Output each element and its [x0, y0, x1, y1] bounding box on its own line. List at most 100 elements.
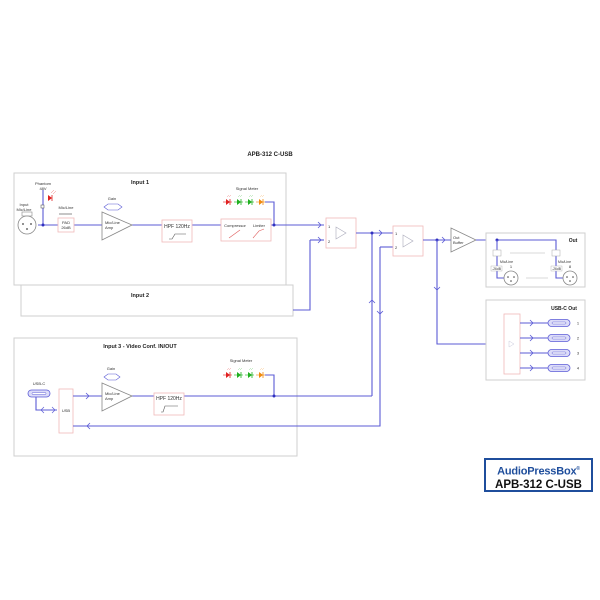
bidirectional-arrow-icon — [40, 406, 56, 414]
arrow-down-icon — [433, 286, 441, 291]
mixer2-amp-icon — [402, 234, 414, 248]
arrow-icon — [317, 221, 322, 229]
usb-interface-label: USB — [62, 408, 71, 413]
input1-signal-meter — [223, 194, 265, 205]
meter1-tap-wire — [265, 201, 275, 225]
meter3-tap-wire — [265, 374, 275, 396]
out-panel-label: Out — [569, 238, 578, 244]
logo-reg: ® — [576, 466, 580, 472]
input3-amp-label-2: Amp — [105, 396, 114, 401]
input2-panel — [20, 284, 294, 317]
usbc-out-port: 2 — [520, 334, 580, 342]
out-ch1-pad-label: -26dB — [492, 267, 502, 271]
arrow-down-icon — [376, 310, 384, 315]
junction-dot — [41, 223, 45, 227]
input1-amp — [101, 211, 133, 241]
input3-gain-knob-icon — [103, 373, 121, 381]
usbc-input-port-icon — [27, 389, 51, 398]
meter-led-icon — [223, 367, 232, 378]
splitter-amp-icon — [508, 340, 515, 348]
input3-hpf-block — [153, 392, 185, 416]
usbc-out-ports: 1 2 3 4 — [520, 319, 580, 372]
input3-signal-meter — [223, 367, 265, 378]
input1-gain-knob-icon — [103, 203, 123, 211]
meter-led-icon — [223, 194, 232, 205]
phantom-label-1: Phantom — [35, 181, 52, 186]
xlr-output-2-icon — [562, 270, 578, 286]
arrow-icon — [529, 349, 534, 357]
out-ch2-number: 8 — [569, 264, 572, 269]
out-ch2-pad — [550, 265, 563, 272]
input1-amp-label-1: Mic/Line — [105, 220, 121, 225]
pad-label-2: 26dB — [61, 225, 71, 230]
compressor-curve-icon — [228, 229, 241, 239]
pad-label-1: PAD — [62, 220, 70, 225]
out-buffer-label-1: Out — [453, 235, 460, 240]
input2-to-mixer1-wire — [293, 240, 311, 311]
usbc-port-number: 3 — [577, 351, 580, 356]
input3-hpf-label: HPF 120Hz — [156, 396, 182, 402]
out-ch1-number: 1 — [510, 264, 513, 269]
mixer2-input-2: 2 — [395, 245, 398, 250]
out-ch2-wire — [555, 256, 563, 279]
diagram-title: APB-312 C-USB — [247, 152, 293, 158]
arrow-up-icon — [368, 299, 376, 304]
hpf-curve-icon — [161, 405, 178, 413]
xlr-output-1-icon — [503, 270, 519, 286]
usbc-port-number: 4 — [577, 366, 580, 371]
input1-label: Input 1 — [131, 180, 149, 186]
hpf-curve-icon — [169, 233, 186, 240]
input3-usbc-label: USB-C — [33, 381, 46, 386]
input3-amp-label-1: Mic/Line — [105, 391, 121, 396]
usbc-port-number: 2 — [577, 336, 580, 341]
usb-out-feed-wire — [436, 240, 508, 345]
mixer1-input-2: 2 — [328, 239, 331, 244]
meter-led-icon — [234, 194, 243, 205]
usbc-in-wire — [35, 397, 57, 411]
usbc-out-label: USB-C Out — [551, 306, 577, 312]
arrow-icon — [317, 236, 322, 244]
junction-dot — [272, 223, 276, 227]
out-buffer — [450, 227, 477, 253]
arrow-icon — [529, 334, 534, 342]
ground-lift-icon — [492, 249, 502, 257]
arrow-icon — [378, 229, 383, 237]
brand-logo: AudioPressBox® APB-312 C-USB — [484, 458, 593, 492]
logo-brand: AudioPressBox — [497, 465, 577, 478]
input1-gain-label: Gain — [108, 196, 116, 201]
usbc-out-port: 1 — [520, 319, 580, 327]
usbc-port-number: 1 — [577, 321, 580, 326]
usbc-out-port: 4 — [520, 364, 580, 372]
limiter-curve-icon — [252, 228, 265, 239]
out-bus-wire — [497, 239, 557, 250]
junction-dot — [370, 231, 374, 235]
input3-amp — [101, 382, 133, 412]
arrow-icon — [85, 392, 90, 400]
junction-dot — [272, 394, 276, 398]
input1-meter-label: Signal Meter — [236, 186, 259, 191]
out-buffer-label-2: Buffer — [453, 240, 464, 245]
meter-led-icon — [256, 367, 265, 378]
input1-amp-label-2: Amp — [105, 225, 114, 230]
usb-interface-block — [58, 388, 74, 434]
out-ch1-switch-label: Mic/Line — [500, 260, 513, 264]
out-ch2-switch-label: Mic/Line — [558, 260, 571, 264]
arrow-icon — [441, 236, 446, 244]
input1-hpf-label: HPF 120Hz — [164, 224, 190, 230]
input2-label: Input 2 — [131, 293, 149, 299]
input3-meter-label: Signal Meter — [230, 358, 253, 363]
ground-lift-icon — [551, 249, 561, 257]
xlr-input-label-2: Mic/Line — [17, 207, 33, 212]
phantom-label-2: 48V — [39, 186, 46, 191]
xlr-input-connector — [17, 211, 37, 235]
mixer2-input-1: 1 — [395, 231, 398, 236]
arrow-icon — [529, 364, 534, 372]
meter-led-icon — [234, 367, 243, 378]
logo-model: APB-312 C-USB — [495, 478, 582, 491]
input1-hpf-block — [161, 219, 193, 243]
meter-led-icon — [245, 367, 254, 378]
meter-led-icon — [245, 194, 254, 205]
dynamics-block — [220, 218, 272, 242]
mixer1-amp-icon — [335, 226, 347, 240]
